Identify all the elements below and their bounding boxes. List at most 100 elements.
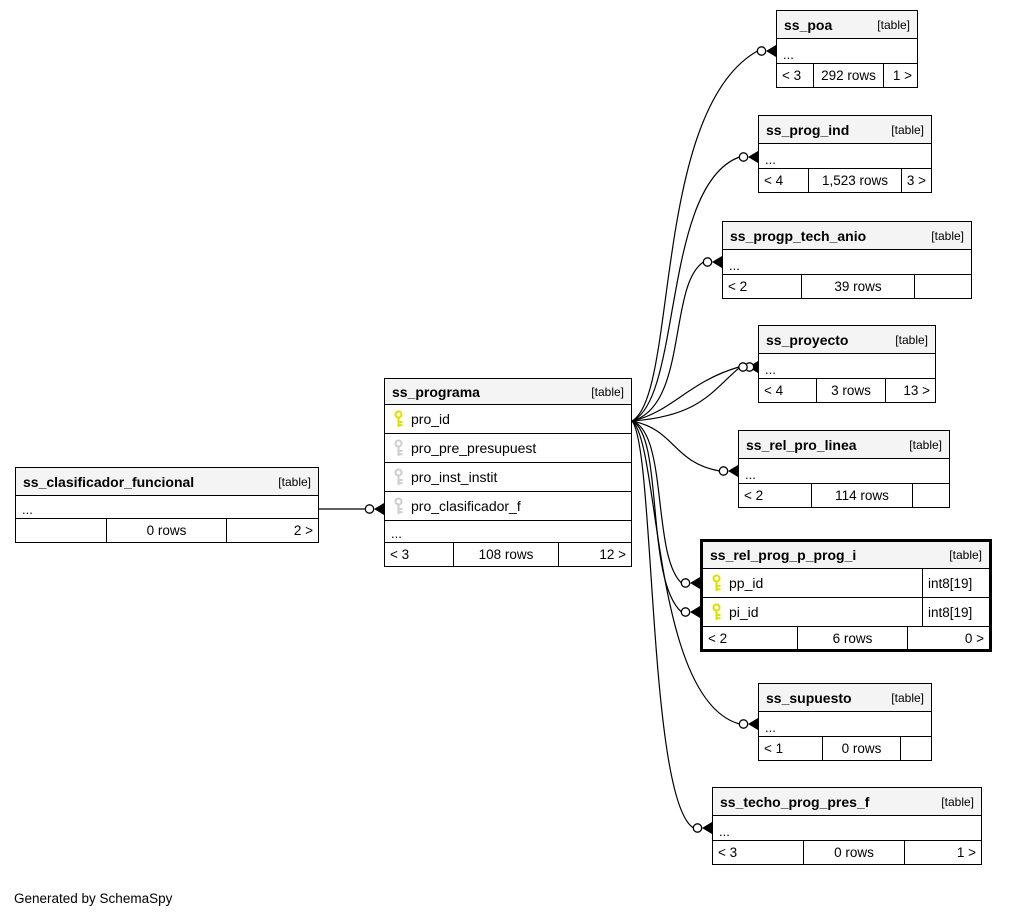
column-row-pp_id[interactable]: pp_id int8[19]: [703, 569, 989, 598]
table-footer: < 4 3 rows 13 >: [759, 379, 935, 402]
edge-end-pi-id: [680, 606, 700, 618]
table-ss_proyecto[interactable]: ss_proyecto [table] ... < 4 3 rows 13 >: [758, 325, 936, 403]
table-ss_progp_tech_anio[interactable]: ss_progp_tech_anio [table] ... < 2 39 ro…: [722, 221, 972, 299]
parents-count: < 3: [782, 68, 802, 83]
row-count: 108 rows: [453, 543, 558, 566]
primary-key-icon: [394, 410, 403, 428]
hidden-columns-row: ...: [777, 39, 917, 64]
table-ss_clasificador_funcional[interactable]: ss_clasificador_funcional [table] ... 0 …: [15, 467, 319, 543]
table-badge: [table]: [591, 384, 624, 399]
column-name: pp_id: [729, 575, 764, 591]
parents-count: < 2: [708, 630, 728, 646]
primary-key-icon: [712, 603, 721, 621]
row-count: 3 rows: [816, 379, 885, 402]
table-name[interactable]: ss_progp_tech_anio: [730, 227, 867, 244]
table-footer: 0 rows 2 >: [16, 519, 318, 542]
column-type: int8[19]: [922, 569, 989, 597]
foreign-key-icon: [394, 497, 403, 515]
edge-programa-pi-id: [631, 420, 682, 613]
column-name: pro_clasificador_f: [411, 498, 521, 514]
edge-programa-pp-id: [631, 420, 682, 584]
row-count: 0 rows: [803, 841, 904, 864]
table-badge: [table]: [895, 332, 928, 347]
edge-end-proyecto: [738, 361, 758, 373]
table-ss_techo_prog_pres_f[interactable]: ss_techo_prog_pres_f [table] ... < 3 0 r…: [712, 787, 982, 865]
edge-end-poa: [756, 45, 776, 57]
row-count: 6 rows: [797, 627, 907, 649]
edge-programa-supuesto: [631, 420, 740, 725]
hidden-columns-row: ...: [759, 144, 931, 169]
children-count: 1 >: [883, 64, 917, 87]
edge-programa-rel-pro-linea: [631, 420, 720, 472]
column-name: pro_pre_presupuest: [411, 440, 537, 456]
column-name: pro_id: [411, 411, 450, 427]
table-badge: [table]: [941, 794, 974, 809]
column-row-pro_inst_instit[interactable]: pro_inst_instit: [385, 463, 631, 492]
generated-by-label: Generated by SchemaSpy: [14, 891, 173, 906]
table-name[interactable]: ss_rel_pro_linea: [746, 436, 857, 453]
children-count: [900, 737, 931, 760]
table-footer: < 3 292 rows 1 >: [777, 64, 917, 87]
hidden-columns-row: ...: [723, 250, 971, 275]
primary-key-icon: [712, 574, 721, 592]
row-count: 1,523 rows: [808, 169, 901, 192]
column-row-pro_clasificador_f[interactable]: pro_clasificador_f: [385, 492, 631, 521]
table-ss_supuesto[interactable]: ss_supuesto [table] ... < 1 0 rows: [758, 683, 932, 761]
table-ss_programa[interactable]: ss_programa [table] pro_id pro_pre_presu…: [384, 378, 632, 567]
edge-programa-proyecto-2: [631, 367, 740, 422]
table-ss_rel_pro_linea[interactable]: ss_rel_pro_linea [table] ... < 2 114 row…: [738, 430, 950, 508]
row-count: 0 rows: [822, 737, 900, 760]
children-count: 3 >: [901, 169, 931, 192]
column-row-pro_pre_presupuest[interactable]: pro_pre_presupuest: [385, 434, 631, 463]
edge-programa-poa: [631, 50, 758, 422]
table-footer: < 2 39 rows: [723, 275, 971, 298]
table-ss_poa[interactable]: ss_poa [table] ... < 3 292 rows 1 >: [776, 10, 918, 88]
table-ss_rel_prog_p_prog_i[interactable]: ss_rel_prog_p_prog_i [table] pp_id int8[…: [700, 539, 992, 652]
hidden-columns-row: ...: [739, 459, 949, 484]
table-name[interactable]: ss_clasificador_funcional: [23, 473, 195, 490]
table-name[interactable]: ss_rel_prog_p_prog_i: [710, 547, 857, 563]
edge-end-rel-pro-linea: [718, 465, 738, 477]
table-name[interactable]: ss_poa: [784, 16, 833, 33]
hidden-columns-row: ...: [759, 354, 935, 379]
edge-end-techo: [692, 822, 712, 834]
column-name: pi_id: [729, 604, 759, 620]
table-name[interactable]: ss_programa: [392, 383, 480, 400]
children-count: 12 >: [558, 543, 631, 566]
edge-programa-prog-ind: [631, 156, 740, 422]
row-count: 292 rows: [813, 64, 883, 87]
parents-count: < 2: [744, 488, 764, 503]
hidden-columns-row: ...: [759, 712, 931, 737]
table-footer: < 3 108 rows 12 >: [385, 543, 631, 566]
table-name[interactable]: ss_prog_ind: [766, 121, 850, 138]
table-name[interactable]: ss_techo_prog_pres_f: [720, 793, 870, 810]
column-type: int8[19]: [922, 598, 989, 626]
table-badge: [table]: [891, 122, 924, 137]
table-badge: [table]: [931, 228, 964, 243]
children-count: 1 >: [904, 841, 981, 864]
row-count: 114 rows: [811, 484, 912, 507]
table-footer: < 3 0 rows 1 >: [713, 841, 981, 864]
column-row-pi_id[interactable]: pi_id int8[19]: [703, 598, 989, 627]
table-name[interactable]: ss_supuesto: [766, 689, 852, 706]
parents-count: < 2: [728, 279, 748, 294]
hidden-columns-row: ...: [16, 496, 318, 519]
table-footer: < 1 0 rows: [759, 737, 931, 760]
column-name: pro_inst_instit: [411, 469, 498, 485]
table-badge: [table]: [949, 548, 982, 562]
children-count: [914, 275, 971, 298]
children-count: 2 >: [226, 519, 318, 542]
edge-programa-proyecto-1: [631, 366, 739, 422]
table-badge: [table]: [877, 17, 910, 32]
parents-count: [16, 519, 106, 542]
table-ss_prog_ind[interactable]: ss_prog_ind [table] ... < 4 1,523 rows 3…: [758, 115, 932, 193]
row-count: 0 rows: [106, 519, 226, 542]
table-name[interactable]: ss_proyecto: [766, 331, 849, 348]
table-footer: < 4 1,523 rows 3 >: [759, 169, 931, 192]
row-count: 39 rows: [801, 275, 914, 298]
children-count: 13 >: [885, 379, 935, 402]
parents-count: < 3: [718, 845, 738, 860]
column-row-pro_id[interactable]: pro_id: [385, 405, 631, 434]
edge-programa-progp-tech-anio: [631, 261, 704, 422]
